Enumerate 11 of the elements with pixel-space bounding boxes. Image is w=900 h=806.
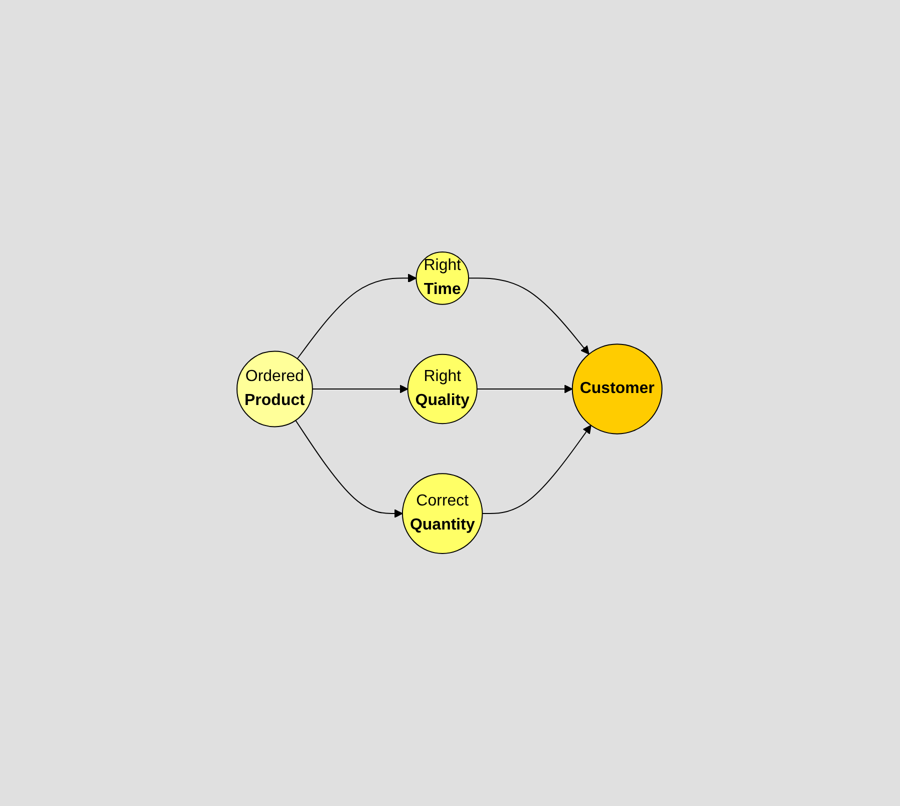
arrow — [312, 384, 409, 394]
arrow — [477, 384, 574, 394]
node-circle: Right Time — [416, 252, 470, 306]
arrow — [296, 420, 404, 518]
arrow — [482, 425, 592, 514]
arrow — [468, 278, 590, 355]
arrow — [297, 274, 418, 360]
node-circle: Right Quality — [408, 354, 478, 424]
node-circle: Customer — [572, 344, 664, 435]
node-circle: Correct Quantity — [402, 473, 484, 554]
node-circle: Ordered Product — [236, 351, 314, 428]
